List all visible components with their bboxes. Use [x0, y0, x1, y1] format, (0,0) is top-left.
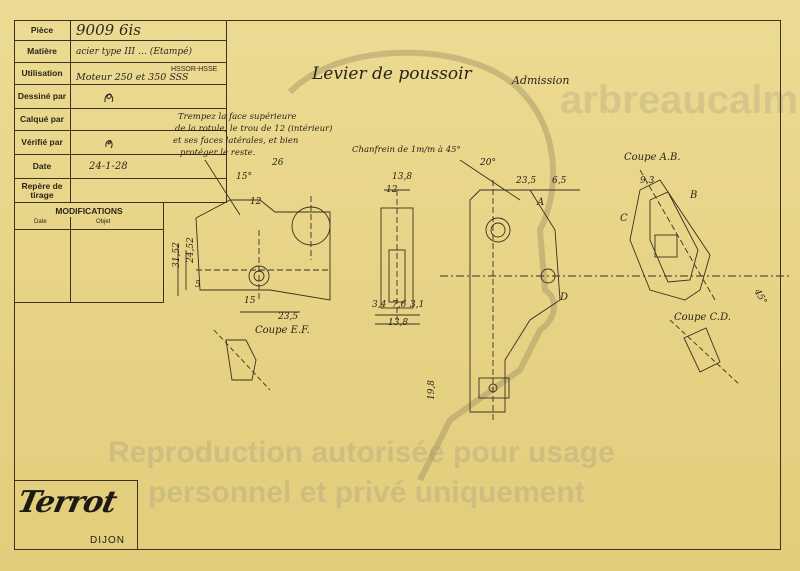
label-b: B [690, 190, 698, 201]
logo-city: DIJON [90, 535, 125, 546]
dim-13-8-top: 13,8 [392, 172, 413, 182]
drawing-frame [14, 20, 781, 550]
terrot-logo: Terrot [14, 485, 120, 520]
treatment-note-4: protéger le reste. [180, 148, 256, 158]
dim-20-deg: 20° [480, 158, 496, 168]
watermark-line-1: Reproduction autorisée pour usage [108, 436, 615, 469]
dim-26: 26 [272, 158, 284, 168]
chamfer-note: Chanfrein de 1m/m à 45° [352, 145, 461, 155]
title-value: 24-1-28 [89, 161, 128, 172]
title-block: Pièce 9009 6is Matière acier type III … … [14, 20, 227, 203]
title-label: Utilisation [14, 63, 71, 84]
dim-15: 15 [244, 296, 256, 306]
title-value: Moteur 250 et 350 SSS [76, 72, 189, 83]
logo-block: Terrot DIJON [14, 480, 138, 550]
treatment-note-1: Trempez la face supérieure [178, 112, 297, 122]
title-row-utilisation: Utilisation Moteur 250 et 350 SSS HSSOR-… [14, 63, 227, 85]
modifications-col-objet: Objet [96, 219, 111, 225]
dim-15-deg: 15° [236, 172, 252, 182]
title-label: Vérifié par [14, 131, 71, 154]
watermark-url: arbreaucalm.org [560, 78, 800, 122]
title-label: Date [14, 155, 71, 178]
watermark-line-2: personnel et privé uniquement [148, 476, 585, 509]
modifications-title: MODIFICATIONS [55, 206, 123, 216]
dim-12-top: 12 [386, 185, 398, 195]
dessine-signature-icon [102, 85, 116, 108]
dim-23-5-left: 23,5 [278, 312, 299, 322]
dim-23-5-right: 23,5 [516, 176, 537, 186]
title-row-matiere: Matière acier type III … (Etampé) [14, 41, 227, 63]
title-label: Matière [14, 41, 71, 62]
title-row-date: Date 24-1-28 [14, 155, 227, 179]
title-row-dessine: Dessiné par [14, 85, 227, 109]
dim-3-4: 3,4 [372, 300, 387, 310]
modifications-header: Date Objet [14, 217, 164, 230]
dim-13-8-bottom: 13,8 [388, 318, 409, 328]
dim-5: 5 [195, 280, 201, 290]
modifications-block: MODIFICATIONS Date Objet [14, 203, 164, 303]
title-row-piece: Pièce 9009 6is [14, 20, 227, 41]
verifie-signature-icon [102, 131, 116, 154]
section-cd-label: Coupe C.D. [674, 312, 731, 323]
dim-7-6: 7,6 [392, 300, 407, 310]
treatment-note-3: et ses faces latérales, et bien [173, 136, 299, 146]
dim-9-3: 9,3 [640, 176, 655, 186]
title-label: Repère de tirage [14, 179, 71, 203]
dim-6-5: 6,5 [552, 176, 567, 186]
title-value: acier type III … (Etampé) [76, 46, 193, 57]
section-ab-label: Coupe A.B. [624, 152, 681, 163]
drawing-title: Levier de poussoir [312, 64, 472, 84]
dim-19-8: 19,8 [427, 379, 438, 401]
title-label: Pièce [14, 20, 71, 40]
label-a: A [537, 197, 545, 208]
dim-12: 12 [250, 197, 262, 207]
title-label: Dessiné par [14, 85, 71, 108]
dim-31-52: 31,52 [171, 242, 182, 268]
dim-3-1: 3,1 [410, 300, 425, 310]
utilisation-extra: HSSOR-HSSE [171, 66, 218, 73]
drawing-subtitle: Admission [512, 74, 570, 87]
title-row-repere: Repère de tirage [14, 179, 227, 203]
title-row-verifie: Vérifié par [14, 131, 227, 155]
section-ef-label: Coupe E.F. [255, 325, 310, 336]
title-label: Calqué par [14, 109, 71, 130]
modifications-col-date: Date [34, 219, 47, 225]
title-value: 9009 6is [76, 21, 141, 39]
dim-24-52: 24,52 [185, 237, 196, 263]
label-c: C [620, 213, 628, 224]
treatment-note-2: de la rotule, le trou de 12 (intérieur) [175, 124, 333, 134]
label-d: D [560, 292, 569, 303]
modifications-divider [70, 217, 71, 302]
title-row-calque: Calqué par [14, 109, 227, 131]
